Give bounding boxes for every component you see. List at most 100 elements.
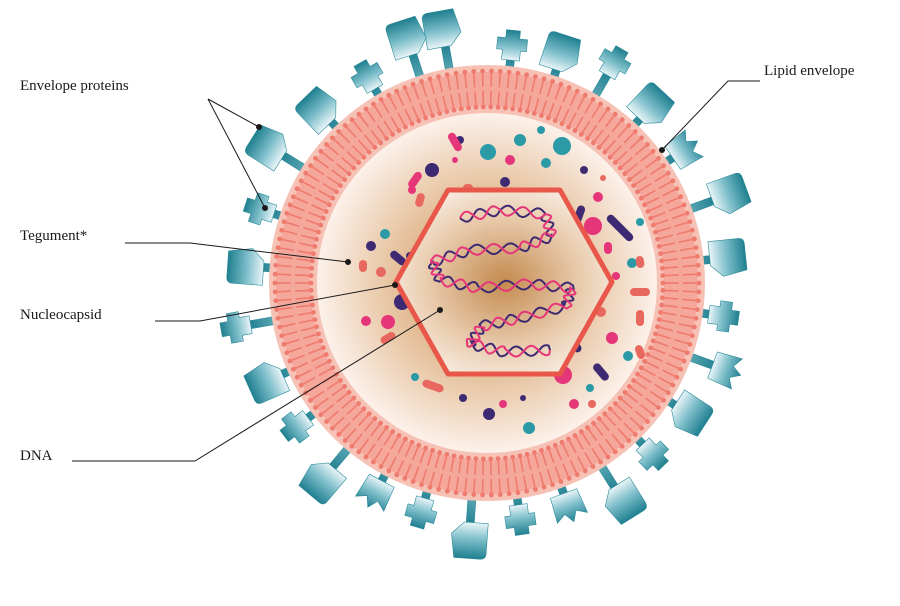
lipid-head bbox=[462, 491, 468, 497]
lipid-tail bbox=[473, 478, 476, 493]
lipid-head bbox=[290, 194, 296, 200]
lipid-head bbox=[656, 405, 661, 411]
lipid-head bbox=[437, 450, 443, 455]
lipid-head bbox=[612, 160, 618, 165]
lipid-tail bbox=[546, 83, 553, 97]
lipid-tail bbox=[306, 173, 320, 183]
lipid-head bbox=[311, 251, 316, 257]
lipid-head bbox=[693, 245, 699, 251]
leader-dna bbox=[72, 309, 441, 462]
lipid-tail bbox=[599, 134, 611, 147]
lipid-head bbox=[386, 468, 392, 474]
lipid-head bbox=[363, 106, 369, 112]
lipid-tail bbox=[674, 221, 689, 228]
lipid-head bbox=[617, 395, 623, 401]
lipid-head bbox=[356, 160, 362, 165]
lipid-tail bbox=[413, 466, 420, 481]
lipid-tail bbox=[316, 397, 329, 408]
lipid-head bbox=[403, 436, 408, 442]
spike-head bbox=[350, 59, 384, 94]
lipid-tail bbox=[455, 476, 460, 491]
lipid-head bbox=[531, 450, 537, 455]
lipid-head bbox=[612, 449, 618, 455]
lipid-tail bbox=[421, 469, 428, 483]
lipid-head bbox=[578, 429, 584, 435]
leader-dot bbox=[392, 282, 398, 288]
lipid-head bbox=[277, 236, 283, 242]
lipid-head bbox=[309, 258, 315, 264]
lipid-head bbox=[572, 433, 578, 438]
lipid-head bbox=[619, 443, 625, 449]
lipid-tail bbox=[464, 74, 468, 89]
tegument-particle bbox=[553, 137, 571, 155]
tegument-particle bbox=[514, 134, 526, 146]
tegument-particle bbox=[569, 399, 579, 409]
lipid-tail bbox=[587, 428, 598, 442]
lipid-head bbox=[631, 183, 636, 189]
lipid-head bbox=[290, 366, 296, 372]
lipid-tail bbox=[297, 250, 312, 255]
lipid-head bbox=[545, 445, 551, 451]
lipid-tail bbox=[577, 96, 586, 110]
lipid-head bbox=[566, 124, 571, 130]
lipid-head bbox=[488, 456, 494, 462]
lipid-tail bbox=[474, 91, 477, 106]
lipid-tail bbox=[658, 376, 672, 385]
lipid-tail bbox=[419, 102, 426, 117]
lipid-head bbox=[566, 476, 572, 481]
lipid-tail bbox=[466, 459, 470, 475]
lipid-head bbox=[552, 118, 558, 124]
lipid-head bbox=[524, 488, 530, 494]
lipid-head bbox=[590, 464, 596, 469]
lipid-tail bbox=[314, 196, 328, 205]
lipid-tail bbox=[345, 126, 357, 138]
lipid-tail bbox=[321, 404, 334, 415]
lipid-head bbox=[650, 222, 656, 228]
lipid-tail bbox=[295, 297, 310, 300]
lipid-tail bbox=[512, 458, 516, 474]
leader-lipid-envelope bbox=[661, 80, 760, 151]
lipid-tail bbox=[665, 361, 680, 370]
lipid-head bbox=[471, 492, 477, 497]
lipid-head bbox=[366, 149, 372, 155]
lipid-tail bbox=[541, 100, 548, 114]
lipid-tail bbox=[616, 150, 628, 162]
lipid-head bbox=[309, 302, 315, 308]
spike-head bbox=[404, 495, 438, 530]
tegument-particle bbox=[459, 394, 467, 402]
lipid-tail bbox=[308, 211, 322, 219]
tegument-particle bbox=[452, 157, 458, 163]
lipid-tail bbox=[426, 100, 433, 114]
lipid-head bbox=[480, 104, 486, 110]
lipid-head bbox=[506, 69, 512, 75]
lipid-head bbox=[279, 227, 285, 233]
lipid-tail bbox=[390, 116, 399, 130]
lipid-tail bbox=[506, 74, 510, 89]
lipid-tail bbox=[629, 416, 641, 428]
label-tegument: Tegument* bbox=[20, 228, 88, 244]
lipid-head bbox=[655, 236, 660, 242]
lipid-tail bbox=[279, 247, 294, 252]
lipid-head bbox=[326, 358, 332, 364]
lipid-head bbox=[645, 352, 651, 357]
lipid-tail bbox=[519, 94, 524, 109]
lipid-head bbox=[559, 121, 565, 127]
lipid-head bbox=[655, 324, 660, 330]
tegument-rod bbox=[593, 363, 609, 381]
lipid-head bbox=[550, 78, 555, 84]
lipid-tail bbox=[652, 347, 666, 355]
lipid-head bbox=[330, 365, 336, 371]
lipid-tail bbox=[314, 361, 328, 370]
lipid-tail bbox=[654, 340, 669, 347]
lipid-tail bbox=[300, 234, 315, 240]
lipid-head bbox=[658, 309, 663, 315]
lipid-head bbox=[626, 384, 632, 389]
lipid-head bbox=[444, 72, 450, 78]
lipid-tail bbox=[678, 238, 693, 244]
lipid-tail bbox=[538, 471, 545, 486]
lipid-head bbox=[622, 389, 628, 395]
spike-head bbox=[604, 476, 647, 525]
lipid-tail bbox=[593, 129, 604, 142]
lipid-head bbox=[274, 254, 280, 259]
